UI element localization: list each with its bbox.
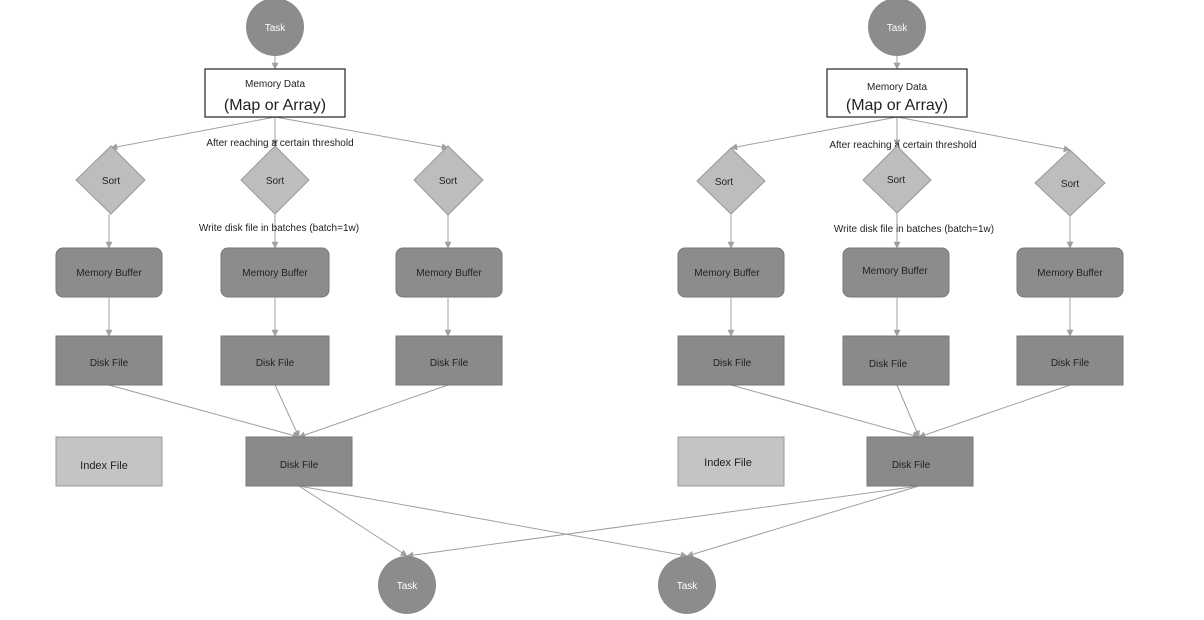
task-node[interactable]: Task [246,0,304,56]
disk-file-label: Disk File [892,460,931,471]
edge [110,116,276,151]
memory-buffer-node[interactable]: Memory Buffer [395,247,503,298]
disk-file-label: Disk File [430,358,469,369]
edge [896,384,920,438]
edge [274,384,300,438]
memory-buffer-label: Memory Buffer [1037,268,1103,279]
threshold-note: After reaching a certain threshold [206,138,353,149]
disk-file-node[interactable]: Disk File [220,335,330,386]
memory-buffer-label: Memory Buffer [416,268,482,279]
task-label: Task [887,23,909,34]
task-node[interactable]: Task [378,556,436,614]
memory-data-title: Memory Data [867,82,927,93]
batch-note: Write disk file in batches (batch=1w) [199,223,359,234]
memory-buffer-label: Memory Buffer [694,268,760,279]
sort-node[interactable]: Sort [696,147,766,215]
memory-buffer-label: Memory Buffer [242,268,308,279]
memory-buffer-label: Memory Buffer [862,266,928,277]
memory-buffer-label: Memory Buffer [76,268,142,279]
memory-buffer-node[interactable]: Memory Buffer [1016,247,1124,298]
left-flow: Task Memory Data (Map or Array) After re… [55,0,503,487]
index-file-node[interactable]: Index File [55,436,163,487]
memory-data-subtitle: (Map or Array) [846,97,948,114]
memory-data-title: Memory Data [245,79,305,90]
sort-label: Sort [1061,179,1080,190]
index-file-label: Index File [80,460,128,472]
memory-data-node[interactable]: Memory Data (Map or Array) [826,68,968,118]
edge [298,384,449,439]
memory-buffer-node[interactable]: Memory Buffer [842,247,950,298]
disk-file-label: Disk File [713,358,752,369]
sort-node[interactable]: Sort [1034,149,1106,217]
disk-file-label: Disk File [869,359,908,370]
disk-file-node[interactable]: Disk File [395,335,503,386]
sort-label: Sort [887,175,906,186]
disk-file-node[interactable]: Disk File [55,335,163,386]
disk-file-node[interactable]: Disk File [842,335,950,386]
batch-note: Write disk file in batches (batch=1w) [834,224,994,235]
disk-file-node[interactable]: Disk File [677,335,785,386]
edge [730,384,920,439]
disk-file-label: Disk File [280,460,319,471]
edge [896,116,1071,153]
edge [108,384,300,439]
index-file-label: Index File [704,457,752,469]
memory-data-subtitle: (Map or Array) [224,97,326,114]
sort-node[interactable]: Sort [240,145,310,215]
task-node[interactable]: Task [868,0,926,56]
threshold-note: After reaching a certain threshold [829,140,976,151]
edge [918,384,1071,439]
memory-buffer-node[interactable]: Memory Buffer [55,247,163,298]
index-file-node[interactable]: Index File [677,436,785,487]
edge [730,116,898,151]
memory-data-node[interactable]: Memory Data (Map or Array) [204,68,346,118]
task-label: Task [677,581,699,592]
disk-file-label: Disk File [1051,358,1090,369]
sort-label: Sort [266,176,285,187]
right-flow: Task Memory Data (Map or Array) After re… [677,0,1124,487]
merged-disk-file-node[interactable]: Disk File [245,436,353,487]
edge [298,485,408,557]
sort-node[interactable]: Sort [75,145,146,215]
edge [686,485,920,558]
task-label: Task [397,581,419,592]
merged-disk-file-node[interactable]: Disk File [866,436,974,487]
disk-file-label: Disk File [90,358,129,369]
edge [406,485,920,559]
memory-buffer-node[interactable]: Memory Buffer [220,247,330,298]
edge [274,116,449,151]
task-node[interactable]: Task [658,556,716,614]
sort-label: Sort [102,176,121,187]
memory-buffer-node[interactable]: Memory Buffer [677,247,785,298]
disk-file-node[interactable]: Disk File [1016,335,1124,386]
sort-node[interactable]: Sort [413,145,484,216]
sort-label: Sort [715,177,734,188]
task-label: Task [265,23,287,34]
sort-label: Sort [439,176,458,187]
sort-node[interactable]: Sort [862,145,932,214]
disk-file-label: Disk File [256,358,295,369]
edges [105,56,1074,559]
edge [298,485,688,559]
